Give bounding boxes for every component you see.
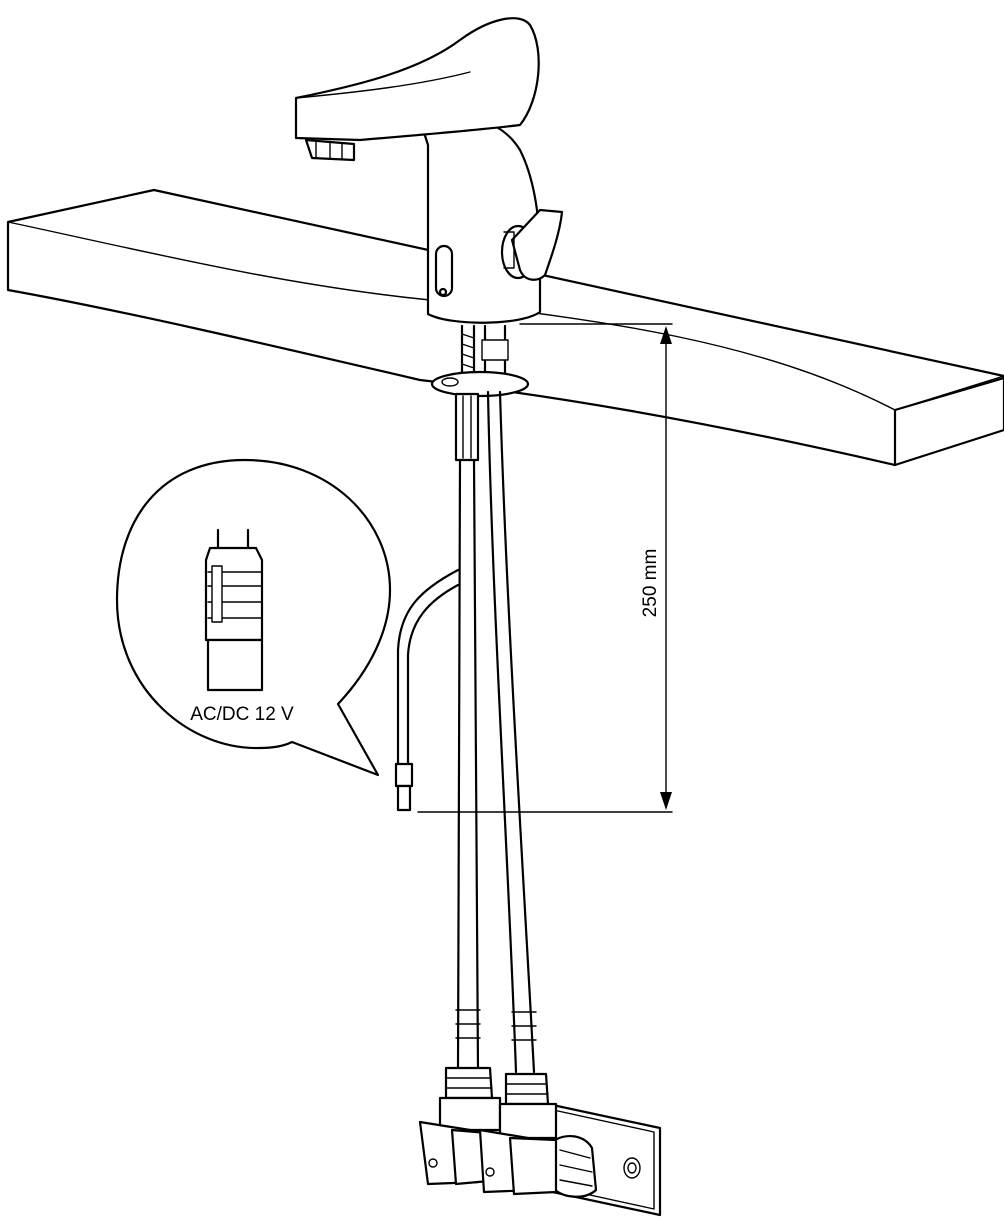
temperature-lever: [500, 208, 564, 281]
angle-valves: [418, 1066, 662, 1217]
power-connector: [394, 762, 414, 788]
supply-hoses: [455, 390, 537, 1074]
faucet: [294, 17, 564, 324]
sensor-window: [434, 244, 454, 298]
height-dimension: 250 mm: [417, 323, 673, 813]
mounting-hardware: [430, 324, 530, 462]
connector-voltage-label: AC/DC 12 V: [190, 704, 294, 725]
power-cable: [394, 568, 460, 812]
dimension-label: 250 mm: [640, 549, 661, 618]
connector-callout: AC/DC 12 V: [115, 458, 392, 777]
